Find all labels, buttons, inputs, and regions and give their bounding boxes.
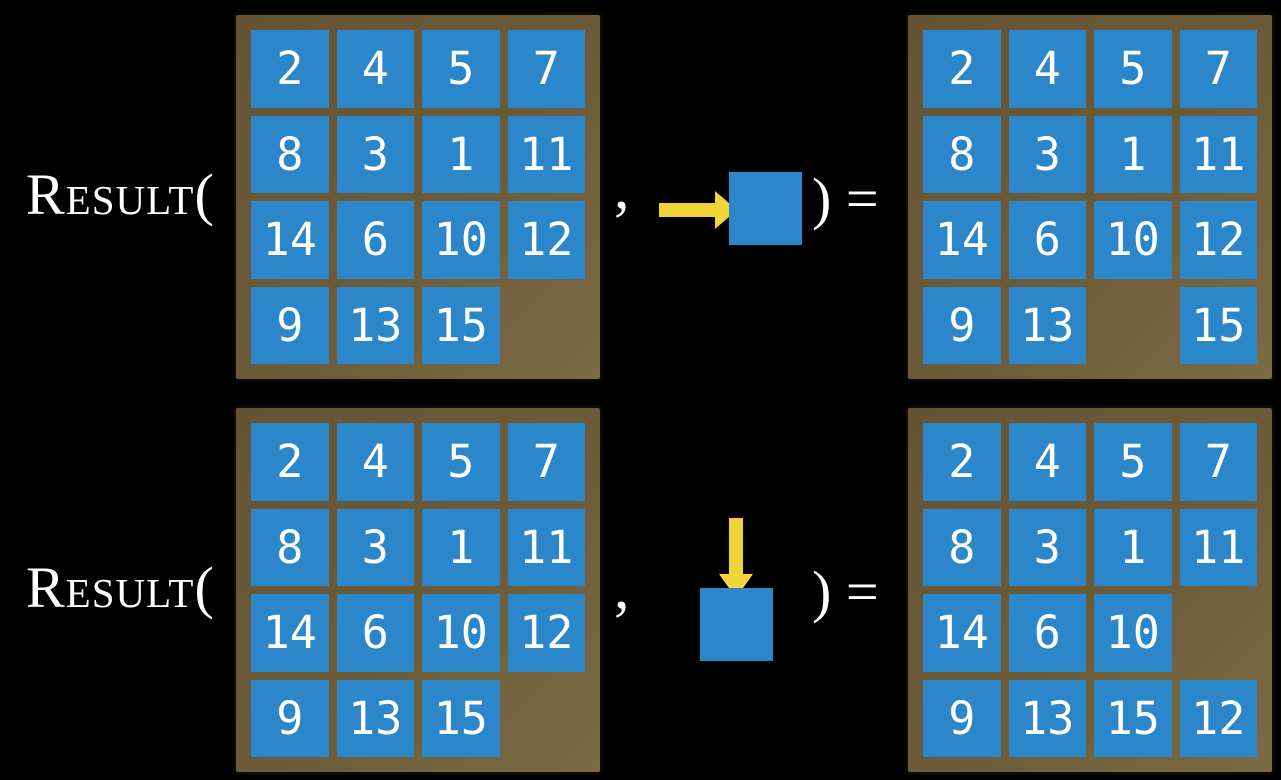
puzzle-tile: 10: [1094, 594, 1172, 672]
empty-slot: [1094, 287, 1172, 365]
puzzle-tile: 11: [1179, 115, 1257, 193]
puzzle-tile: 15: [1179, 286, 1257, 364]
puzzle-tile: 5: [1094, 423, 1172, 501]
puzzle-tile: 7: [1179, 423, 1257, 501]
puzzle-tile: 2: [251, 423, 329, 501]
puzzle-tile: 7: [507, 423, 585, 501]
puzzle-tile: 13: [336, 286, 414, 364]
equals-label: ) =: [812, 559, 879, 624]
puzzle-tile: 6: [1008, 594, 1086, 672]
puzzle-tile: 15: [422, 286, 500, 364]
puzzle-tile: 2: [923, 423, 1001, 501]
puzzle-tile: 3: [336, 508, 414, 586]
puzzle-tile: 12: [1179, 201, 1257, 279]
puzzle-tile: 12: [1179, 679, 1257, 757]
puzzle-tile: 1: [1094, 115, 1172, 193]
puzzle-tile: 9: [251, 286, 329, 364]
puzzle-tile: 15: [1094, 679, 1172, 757]
puzzle-tile: 11: [507, 508, 585, 586]
puzzle-tile: 11: [1179, 508, 1257, 586]
puzzle-tile: 9: [923, 679, 1001, 757]
puzzle-tile: 1: [422, 508, 500, 586]
puzzle-tile: 12: [507, 201, 585, 279]
puzzle-tile: 3: [1008, 115, 1086, 193]
puzzle-tile: 14: [923, 594, 1001, 672]
puzzle-tile: 6: [336, 594, 414, 672]
puzzle-tile: 1: [1094, 508, 1172, 586]
puzzle-tile: 11: [507, 115, 585, 193]
puzzle-tile: 2: [251, 30, 329, 108]
empty-slot: [508, 287, 586, 365]
puzzle-tile: 4: [336, 423, 414, 501]
puzzle-tile: 8: [251, 508, 329, 586]
puzzle-tile: 2: [923, 30, 1001, 108]
puzzle-tile: 7: [1179, 30, 1257, 108]
puzzle-tile: 5: [1094, 30, 1172, 108]
puzzle-tile: 15: [422, 679, 500, 757]
empty-slot: [1180, 594, 1258, 672]
puzzle-tile: 8: [923, 115, 1001, 193]
puzzle-tile: 4: [1008, 30, 1086, 108]
arrow-down-icon: [719, 518, 753, 598]
arrow-right-icon: [659, 191, 737, 229]
puzzle-tile: 3: [1008, 508, 1086, 586]
puzzle-tile: 6: [336, 201, 414, 279]
puzzle-tile: 4: [1008, 423, 1086, 501]
puzzle-tile: 4: [336, 30, 414, 108]
puzzle-tile: 1: [422, 115, 500, 193]
puzzle-tile: 12: [507, 594, 585, 672]
puzzle-tile: 13: [1008, 679, 1086, 757]
puzzle-tile: 5: [422, 30, 500, 108]
puzzle-tile: 8: [251, 115, 329, 193]
equals-label: ) =: [812, 166, 879, 231]
puzzle-tile: 14: [251, 594, 329, 672]
puzzle-tile: 10: [1094, 201, 1172, 279]
puzzle-tile: 13: [336, 679, 414, 757]
comma-separator: ,: [614, 554, 630, 622]
puzzle-tile: 14: [251, 201, 329, 279]
puzzle-tile: 10: [422, 201, 500, 279]
puzzle-tile: 5: [422, 423, 500, 501]
puzzle-tile: 8: [923, 508, 1001, 586]
empty-slot: [508, 680, 586, 758]
action-tile: [729, 172, 802, 245]
puzzle-tile: 6: [1008, 201, 1086, 279]
puzzle-tile: 7: [507, 30, 585, 108]
result-function-label: Result(: [26, 162, 215, 227]
puzzle-tile: 10: [422, 594, 500, 672]
puzzle-tile: 9: [251, 679, 329, 757]
action-tile: [700, 588, 773, 661]
comma-separator: ,: [614, 154, 630, 222]
puzzle-tile: 14: [923, 201, 1001, 279]
puzzle-tile: 13: [1008, 286, 1086, 364]
puzzle-tile: 9: [923, 286, 1001, 364]
result-function-label: Result(: [26, 555, 215, 620]
puzzle-tile: 3: [336, 115, 414, 193]
